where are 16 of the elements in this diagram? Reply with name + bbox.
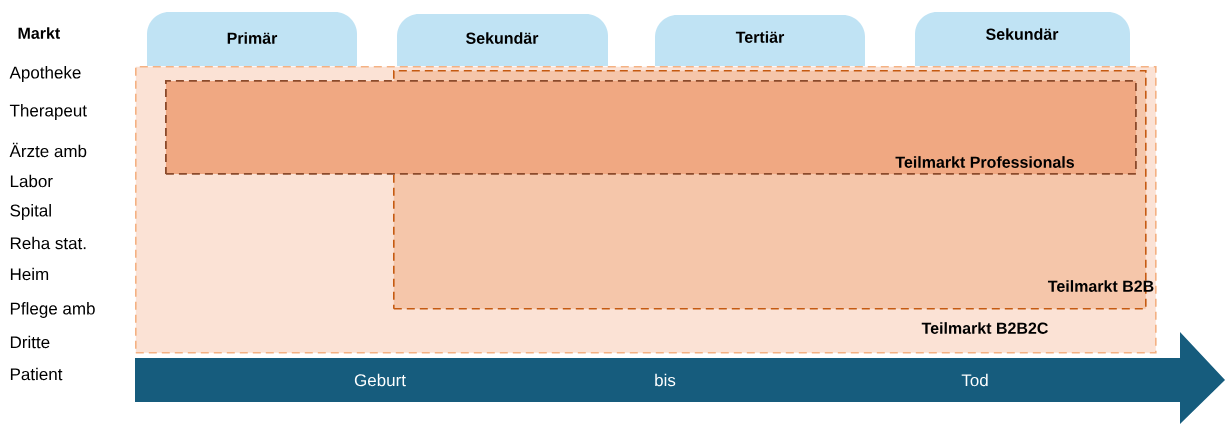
row-label: Spital: [10, 204, 51, 220]
row-label: Pflege amb: [10, 302, 95, 318]
row-label: Reha stat.: [10, 236, 86, 250]
row-label: Apotheke: [9, 66, 81, 82]
row-label: Dritte: [10, 335, 50, 349]
row-label: Heim: [10, 267, 49, 281]
phase-tab: Primär: [147, 12, 357, 66]
market-band: Teilmarkt Professionals: [165, 80, 1137, 175]
row-label: Therapeut: [9, 104, 87, 120]
phase-tab: Tertiär: [655, 15, 865, 66]
column-heading: Markt: [18, 27, 60, 39]
row-label: Labor: [10, 174, 53, 188]
phase-tab: Sekundär: [397, 14, 608, 66]
row-label: Patient: [10, 367, 63, 381]
phase-tab: Sekundär: [915, 12, 1130, 66]
row-label: Ärzte amb: [9, 142, 87, 158]
